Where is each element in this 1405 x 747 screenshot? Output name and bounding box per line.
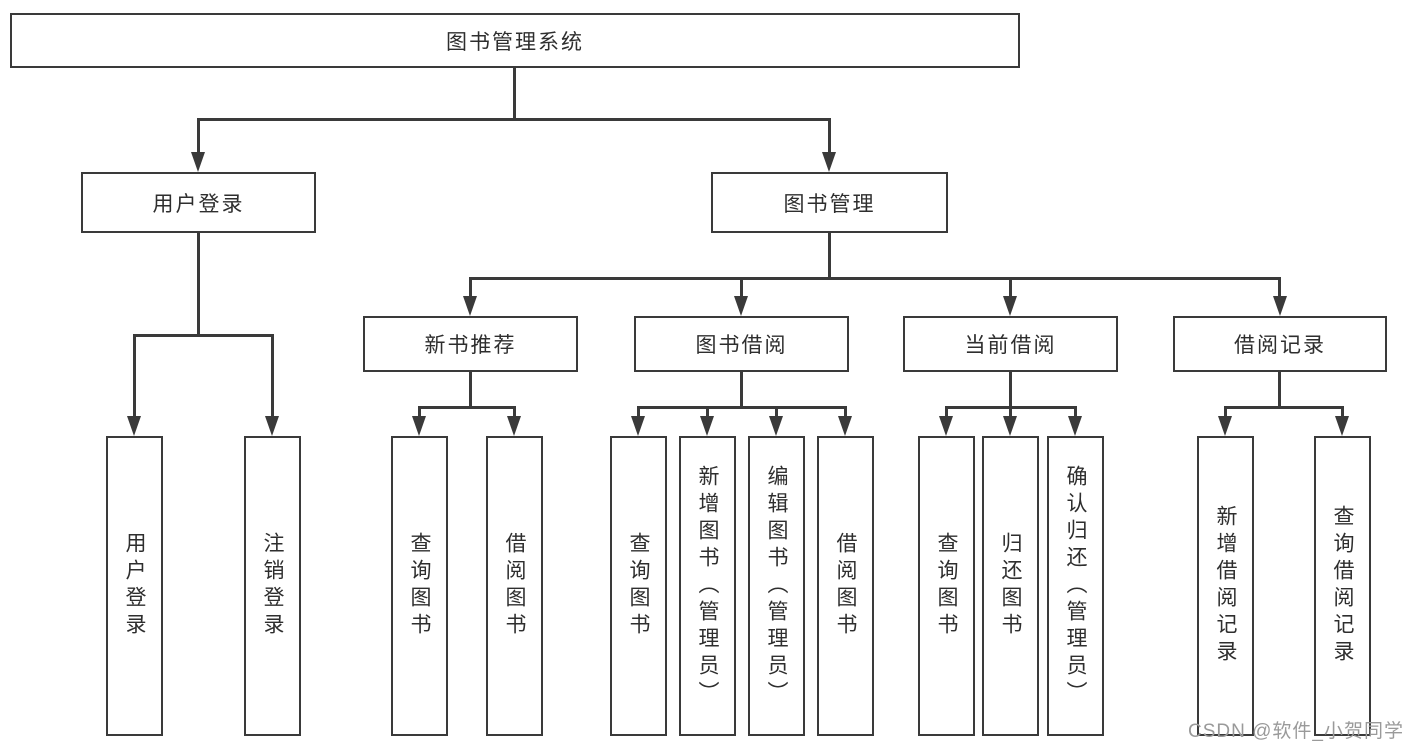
arrow-down-icon bbox=[507, 416, 521, 436]
node-confirm-return-admin: 确认归还（管理员） bbox=[1047, 436, 1104, 736]
arrow-down-icon bbox=[463, 296, 477, 316]
connector-root-drop-left bbox=[197, 118, 200, 152]
connector-current-drop bbox=[1074, 406, 1077, 416]
connector-borrow-drop bbox=[637, 406, 640, 416]
connector-current-drop bbox=[945, 406, 948, 416]
node-borrow-book-leaf: 借阅图书 bbox=[817, 436, 874, 736]
arrow-down-icon bbox=[700, 416, 714, 436]
arrow-down-icon bbox=[1335, 416, 1349, 436]
arrow-down-icon bbox=[769, 416, 783, 436]
node-logout: 注销登录 bbox=[244, 436, 301, 736]
leaf-label: 新增图书（管理员） bbox=[696, 464, 719, 708]
connector-borrow-bar bbox=[637, 406, 847, 409]
node-new-book-recommend: 新书推荐 bbox=[363, 316, 578, 372]
arrow-down-icon bbox=[838, 416, 852, 436]
leaf-label: 查询图书 bbox=[935, 532, 958, 640]
node-edit-book-admin: 编辑图书（管理员） bbox=[748, 436, 805, 736]
leaf-label: 查询图书 bbox=[408, 532, 431, 640]
connector-borrow-drop bbox=[844, 406, 847, 416]
arrow-down-icon bbox=[412, 416, 426, 436]
connector-mgmt-stem bbox=[828, 233, 831, 280]
connector-current-drop bbox=[1009, 406, 1012, 416]
arrow-down-icon bbox=[1273, 296, 1287, 316]
node-library-management-system: 图书管理系统 bbox=[10, 13, 1020, 68]
arrow-down-icon bbox=[1003, 416, 1017, 436]
leaf-label: 编辑图书（管理员） bbox=[765, 464, 788, 708]
connector-login-drop bbox=[271, 334, 274, 416]
leaf-label: 借阅图书 bbox=[503, 532, 526, 640]
arrow-down-icon bbox=[265, 416, 279, 436]
connector-root-stem bbox=[513, 68, 516, 121]
node-book-borrow: 图书借阅 bbox=[634, 316, 849, 372]
node-add-borrow-record: 新增借阅记录 bbox=[1197, 436, 1254, 736]
connector-root-drop-right bbox=[828, 118, 831, 152]
node-user-login-leaf: 用户登录 bbox=[106, 436, 163, 736]
leaf-label: 借阅图书 bbox=[834, 532, 857, 640]
node-query-book-recommend: 查询图书 bbox=[391, 436, 448, 736]
leaf-label: 确认归还（管理员） bbox=[1064, 464, 1087, 708]
node-query-book-borrow: 查询图书 bbox=[610, 436, 667, 736]
node-return-book: 归还图书 bbox=[982, 436, 1039, 736]
connector-login-bar bbox=[133, 334, 274, 337]
arrow-down-icon bbox=[631, 416, 645, 436]
arrow-down-icon bbox=[734, 296, 748, 316]
connector-root-bar bbox=[197, 118, 831, 121]
arrow-down-icon bbox=[1218, 416, 1232, 436]
connector-records-stem bbox=[1278, 372, 1281, 409]
connector-borrow-drop bbox=[706, 406, 709, 416]
leaf-label: 新增借阅记录 bbox=[1214, 505, 1237, 667]
leaf-label: 注销登录 bbox=[261, 532, 284, 640]
connector-borrow-stem bbox=[740, 372, 743, 409]
node-user-login: 用户登录 bbox=[81, 172, 316, 233]
connector-recommend-drop bbox=[418, 406, 421, 416]
connector-recommend-stem bbox=[469, 372, 472, 409]
connector-mgmt-bar bbox=[469, 277, 1281, 280]
node-borrow-book-recommend: 借阅图书 bbox=[486, 436, 543, 736]
connector-borrow-drop bbox=[775, 406, 778, 416]
connector-current-stem bbox=[1009, 372, 1012, 409]
arrow-down-icon bbox=[191, 152, 205, 172]
node-query-borrow-record: 查询借阅记录 bbox=[1314, 436, 1371, 736]
arrow-down-icon bbox=[939, 416, 953, 436]
connector-mgmt-drop bbox=[740, 277, 743, 296]
connector-mgmt-drop bbox=[1009, 277, 1012, 296]
connector-mgmt-drop bbox=[1278, 277, 1281, 296]
leaf-label: 归还图书 bbox=[999, 532, 1022, 640]
leaf-label: 查询图书 bbox=[627, 532, 650, 640]
connector-records-drop bbox=[1341, 406, 1344, 416]
connector-records-bar bbox=[1224, 406, 1344, 409]
connector-recommend-bar bbox=[418, 406, 516, 409]
connector-recommend-drop bbox=[513, 406, 516, 416]
connector-login-stem bbox=[197, 233, 200, 337]
connector-records-drop bbox=[1224, 406, 1227, 416]
leaf-label: 用户登录 bbox=[123, 532, 146, 640]
connector-mgmt-drop bbox=[469, 277, 472, 296]
node-borrow-records: 借阅记录 bbox=[1173, 316, 1387, 372]
connector-login-drop bbox=[133, 334, 136, 416]
node-query-book-current: 查询图书 bbox=[918, 436, 975, 736]
leaf-label: 查询借阅记录 bbox=[1331, 505, 1354, 667]
arrow-down-icon bbox=[822, 152, 836, 172]
node-add-book-admin: 新增图书（管理员） bbox=[679, 436, 736, 736]
node-current-borrow: 当前借阅 bbox=[903, 316, 1118, 372]
arrow-down-icon bbox=[1068, 416, 1082, 436]
arrow-down-icon bbox=[1003, 296, 1017, 316]
watermark: CSDN @软件_小贺同学 bbox=[1188, 721, 1404, 742]
arrow-down-icon bbox=[127, 416, 141, 436]
node-book-management: 图书管理 bbox=[711, 172, 948, 233]
